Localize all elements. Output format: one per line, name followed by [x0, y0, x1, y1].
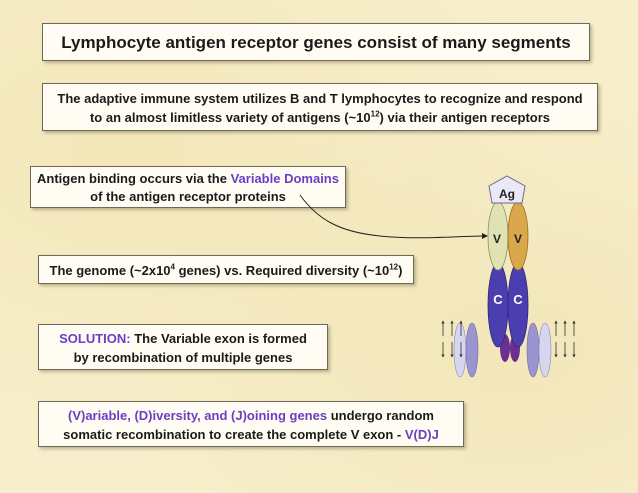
membrane-arrows-left	[441, 320, 463, 358]
adaptive-line-1: The adaptive immune system utilizes B an…	[57, 91, 583, 106]
vdj-genes-text: (V)ariable, (D)iversity, and (J)oining g…	[68, 408, 328, 423]
antigen-binding-line-2: of the antigen receptor proteins	[90, 189, 286, 204]
antigen-binding-box: Antigen binding occurs via the Variable …	[30, 166, 346, 208]
vdj-line-1: (V)ariable, (D)iversity, and (J)oining g…	[68, 408, 434, 423]
antigen-label: Ag	[499, 187, 515, 201]
vdj-line-2: somatic recombination to create the comp…	[63, 427, 439, 442]
adaptive-line-2: to an almost limitless variety of antige…	[89, 109, 551, 125]
light-chain-left-outer	[453, 322, 467, 378]
vdj-exon-text: V(D)J	[404, 427, 439, 442]
slide-title: Lymphocyte antigen receptor genes consis…	[42, 23, 590, 61]
light-chain-right-outer	[538, 322, 552, 378]
vdj-box: (V)ariable, (D)iversity, and (J)oining g…	[38, 401, 464, 447]
solution-label: SOLUTION:	[59, 331, 131, 346]
membrane-arrows-right	[554, 320, 576, 358]
genome-diversity-box: The genome (~2x104 genes) vs. Required d…	[38, 255, 414, 284]
light-chain-left-inner	[465, 322, 479, 378]
antigen-shape	[488, 175, 526, 204]
adaptive-immune-box: The adaptive immune system utilizes B an…	[42, 83, 598, 131]
v-label-left: V	[493, 232, 501, 246]
c-label-right: C	[513, 292, 523, 307]
v-label-right: V	[514, 232, 522, 246]
variable-domains-text: Variable Domains	[230, 171, 339, 186]
light-chain-right-inner	[526, 322, 540, 378]
antigen-binding-line-1: Antigen binding occurs via the Variable …	[37, 171, 339, 186]
solution-box: SOLUTION: The Variable exon is formed by…	[38, 324, 328, 370]
solution-line-2: by recombination of multiple genes	[73, 350, 293, 365]
c-label-left: C	[493, 292, 503, 307]
solution-line-1: SOLUTION: The Variable exon is formed	[59, 331, 307, 346]
pointer-arrow	[299, 194, 488, 240]
